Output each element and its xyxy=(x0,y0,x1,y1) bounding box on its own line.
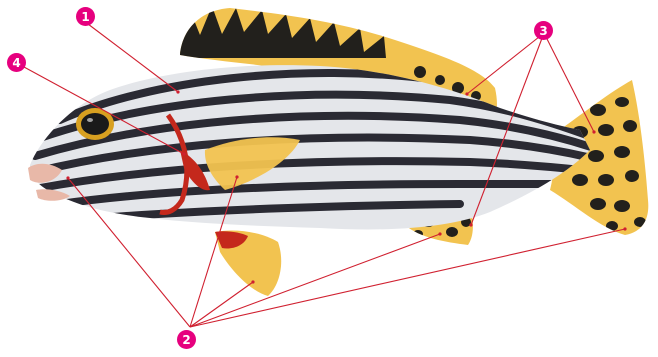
callout-4: 4 xyxy=(7,53,26,72)
callout-2: 2 xyxy=(177,330,196,349)
callout-3: 3 xyxy=(534,21,553,40)
callout-1: 1 xyxy=(76,7,95,26)
fish-body xyxy=(28,65,600,229)
